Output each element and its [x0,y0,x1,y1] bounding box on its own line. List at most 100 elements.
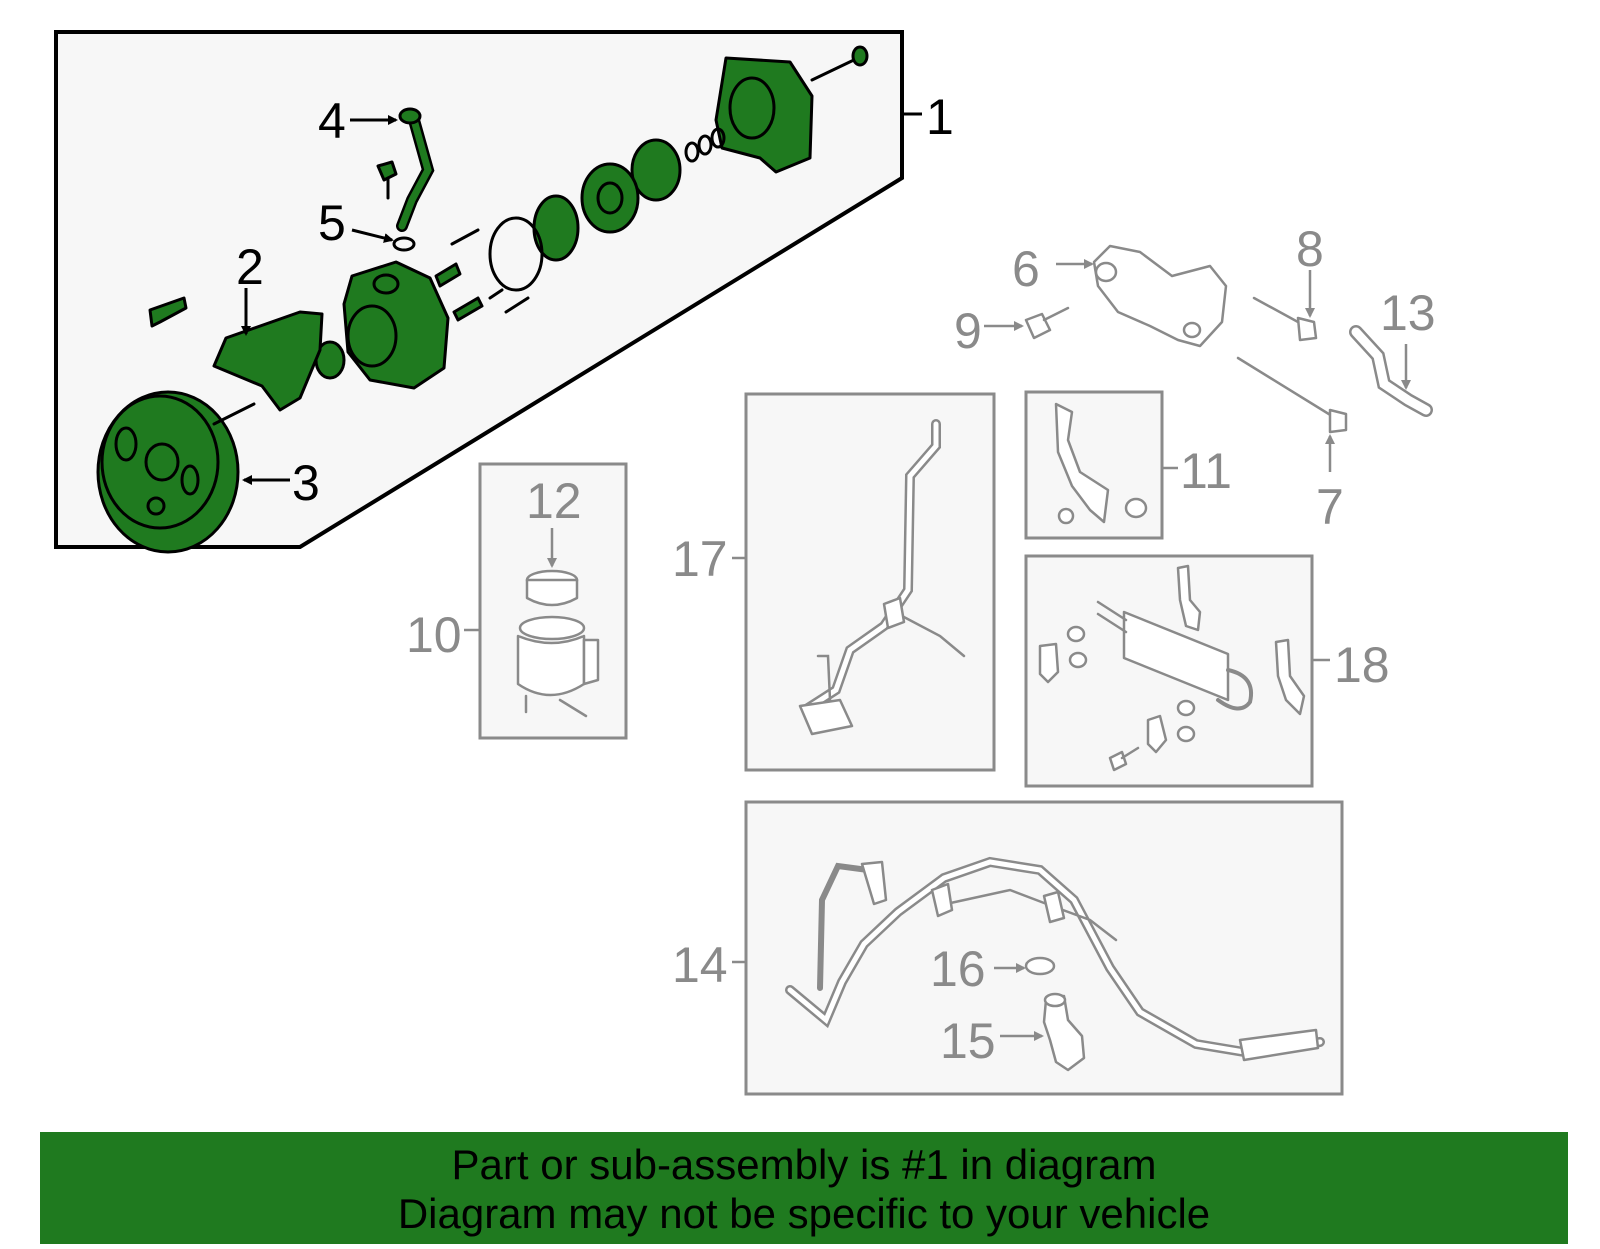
pump-body-port [372,273,400,295]
return-hose-clamp-a [930,882,954,918]
return-hose-parts [785,856,1325,1072]
bolt-7-head [1328,408,1348,434]
callout-3: 3 [292,455,320,511]
bolt-7-shank [1236,356,1334,418]
pump-assembly-parts [96,45,869,554]
reservoir-mount [582,638,600,686]
cooler-bolt [1108,750,1128,772]
return-hose-connector [860,860,888,906]
pressure-hose-bracket [816,654,832,702]
callout-18: 18 [1334,637,1390,693]
pressure-hose-box [744,392,996,772]
callout-12: 12 [526,473,582,529]
return-hose-clamp-b [1042,890,1066,924]
callout-15: 15 [940,1013,996,1069]
pulley-hub [144,442,180,482]
callout-8: 8 [1296,221,1324,277]
callout-17: 17 [672,531,728,587]
cooler-clip-bottom [1146,714,1168,754]
cooler-clip-top [1176,564,1202,632]
mount-bracket [1092,244,1228,348]
plug [434,262,462,288]
reservoir-body [516,634,586,697]
pipe-bolt [376,160,398,182]
cooler-clip-left [1038,642,1060,684]
rear-cover-bore [728,76,776,140]
pipe-o-ring [392,236,416,252]
pressure-hose-branch [900,614,966,658]
return-hose-upper [817,862,871,991]
pin-b [488,288,504,300]
hose-13-inner [1351,327,1431,415]
cooler-grommet-a [1066,625,1086,643]
pressure-hose-fitting [798,698,854,736]
cooler-grommet-c [1176,699,1196,717]
cooler-loop [1216,668,1253,711]
cooler-parts [1038,564,1306,772]
bolt-8-shank [1252,296,1300,324]
cooler-pipe-b [1096,612,1128,634]
callout-16: 16 [930,941,986,997]
hose-bracket [1054,402,1110,524]
callout-9: 9 [954,303,982,359]
large-o-ring [488,216,544,292]
callout-5: 5 [318,195,346,251]
pulley-hole [146,496,166,516]
cooler-clip-right [1274,638,1306,716]
cooler-grommet-d [1176,725,1196,743]
pump-body-bore [346,304,398,368]
pulley-slot-a [114,426,138,462]
bolt-9-shank [1042,306,1070,322]
return-hose-main-inner [787,859,1323,1055]
bracket-bolt [148,296,188,328]
bolt-8-head [1296,316,1318,342]
return-o-ring [1024,956,1056,976]
pulley-slot-b [180,464,200,496]
cooler-grommet-b [1068,651,1088,669]
upper-right-parts [1024,244,1433,434]
notice-line-1: Part or sub-assembly is #1 in diagram [451,1141,1157,1188]
reservoir-parts [516,569,600,718]
return-hose-end [1238,1028,1320,1062]
pressure-plate [630,138,682,202]
cooler-bolt-shank [1120,746,1140,760]
cam-ring-center [596,181,624,215]
notice-banner: Part or sub-assembly is #1 in diagram Di… [40,1132,1568,1244]
callout-13: 13 [1380,285,1436,341]
pump-bracket [212,310,324,412]
pulley-shaft [212,402,256,426]
reservoir-outlet-b [558,698,588,718]
cooler-pipe-a [1096,600,1128,622]
mount-bracket-hole-b [1182,321,1202,339]
leader-5 [351,228,394,243]
pin-c [504,296,530,314]
long-bolt-head [851,45,869,67]
spring [452,296,484,322]
oil-cooler [1122,610,1230,702]
callout-11: 11 [1180,443,1232,499]
long-bolt [810,56,860,82]
notice-line-2: Diagram may not be specific to your vehi… [397,1190,1211,1237]
callout-4: 4 [318,93,346,149]
reservoir-cap [525,578,579,607]
callout-1: 1 [926,89,954,145]
bolt-11 [1057,507,1075,525]
o-ring-small-b [697,134,713,156]
callout-2: 2 [236,239,264,295]
return-fitting-top [1043,992,1067,1008]
callout-14: 14 [672,937,728,993]
grommet-11 [1124,497,1148,519]
return-fitting [1042,994,1086,1072]
reservoir-neck [518,615,586,641]
pressure-hose-parts [798,419,966,736]
bracket-box-parts [1054,402,1148,525]
mount-bracket-hole-a [1094,261,1118,283]
callout-7: 7 [1316,479,1344,535]
o-ring-small-c [710,127,726,149]
suction-pipe-fill [398,116,432,230]
o-ring-small-a [684,141,700,163]
pin-a [450,228,480,246]
callout-6: 6 [1012,241,1040,297]
pressure-hose-clamp [882,596,906,630]
